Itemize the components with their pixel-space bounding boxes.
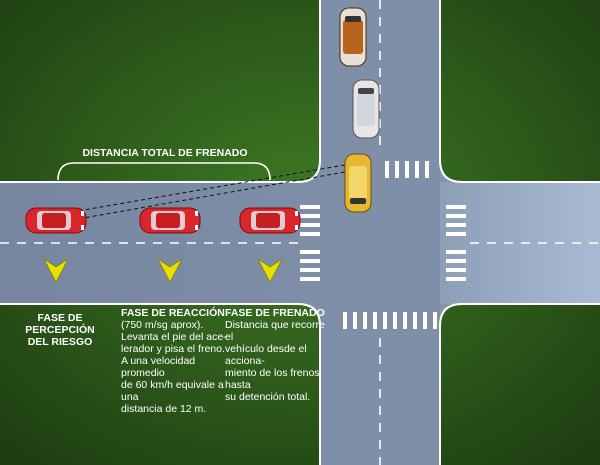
crosswalk-west (300, 205, 320, 281)
crosswalks (300, 161, 466, 329)
arrow-down-icon (157, 258, 183, 283)
red-car-perception (25, 207, 87, 234)
phase-reaction-label: FASE DE REACCIÓN (750 m/sg aprox). Levan… (121, 307, 231, 415)
red-car-reaction (139, 207, 201, 234)
orange-car (339, 7, 367, 67)
phase-arrows (43, 258, 283, 283)
crosswalk-south (343, 312, 437, 329)
white-car (352, 79, 380, 139)
arrow-down-icon (43, 258, 69, 283)
total-braking-distance-label: DISTANCIA TOTAL DE FRENADO (82, 147, 248, 159)
yellow-car (344, 153, 372, 213)
arrow-down-icon (257, 258, 283, 283)
red-car-braking (239, 207, 301, 234)
total-distance-bracket (57, 162, 271, 181)
crosswalk-north (385, 161, 429, 178)
phase-reaction-title: FASE DE REACCIÓN (121, 307, 225, 319)
phase-perception-label: FASE DE PERCEPCIÓN DEL RIESGO (14, 312, 106, 348)
crosswalk-east (446, 205, 466, 281)
phase-braking-description: Distancia que recorre el vehículo desde … (225, 319, 325, 403)
sight-lines (71, 162, 357, 221)
phase-perception-title: FASE DE PERCEPCIÓN DEL RIESGO (25, 312, 95, 348)
phase-braking-title: FASE DE FRENADO (225, 307, 325, 319)
phase-braking-label: FASE DE FRENADO Distancia que recorre el… (225, 307, 325, 403)
phase-reaction-description: (750 m/sg aprox). Levanta el pie del ace… (121, 319, 227, 415)
